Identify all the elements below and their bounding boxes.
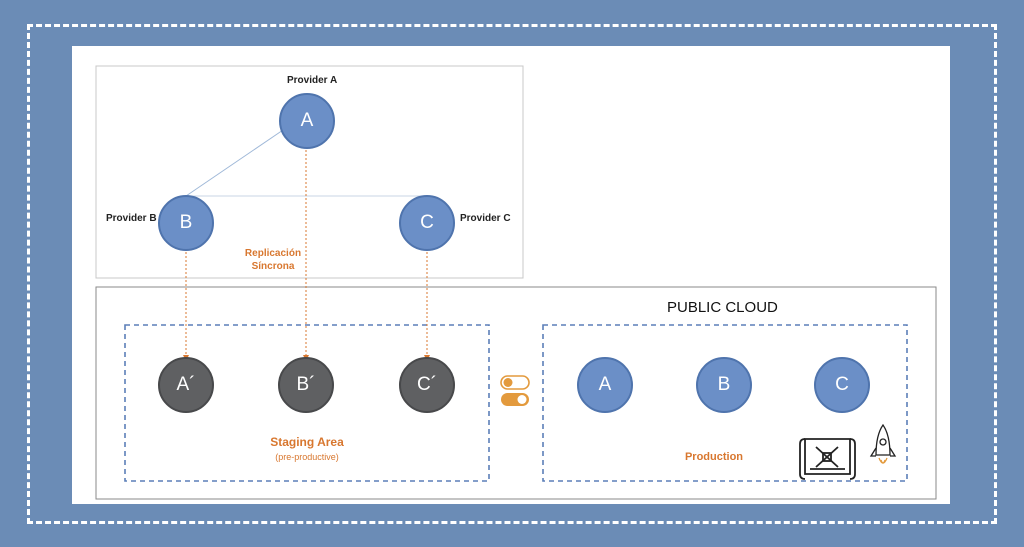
public-cloud-title: PUBLIC CLOUD: [667, 299, 778, 316]
production-node-c: C: [814, 357, 870, 413]
staging-node-c-prime: C´: [399, 357, 455, 413]
staging-area-title: Staging Area: [270, 435, 344, 449]
replication-label-line2: Síncrona: [251, 261, 295, 272]
production-node-b: B: [696, 357, 752, 413]
diagram-connectors: [95, 65, 937, 500]
provider-a-node: A: [279, 93, 335, 149]
replication-label-line1: Replicación: [244, 248, 302, 259]
staging-node-a-prime: A´: [158, 357, 214, 413]
staging-node-b-prime: B´: [278, 357, 334, 413]
toggle-switch-icon: [500, 375, 530, 406]
diagram-canvas: Provider A Provider B Provider C A B C R…: [72, 46, 950, 504]
provider-c-node: C: [399, 195, 455, 251]
provider-c-label: Provider C: [460, 213, 511, 224]
staging-area-box: [124, 324, 490, 482]
provider-b-label: Provider B: [106, 213, 157, 224]
replication-label: Replicación Síncrona: [238, 247, 308, 273]
outer-dashed-frame: [27, 24, 997, 524]
provider-a-label: Provider A: [287, 75, 338, 86]
replication-line-a-b: [185, 127, 287, 197]
rocket-icon: [869, 423, 897, 464]
staging-area-subtitle: (pre-productive): [275, 452, 339, 462]
production-title: Production: [684, 451, 744, 463]
production-box: [542, 324, 908, 482]
blueprint-map-icon: [799, 438, 856, 480]
production-node-a: A: [577, 357, 633, 413]
provider-b-node: B: [158, 195, 214, 251]
